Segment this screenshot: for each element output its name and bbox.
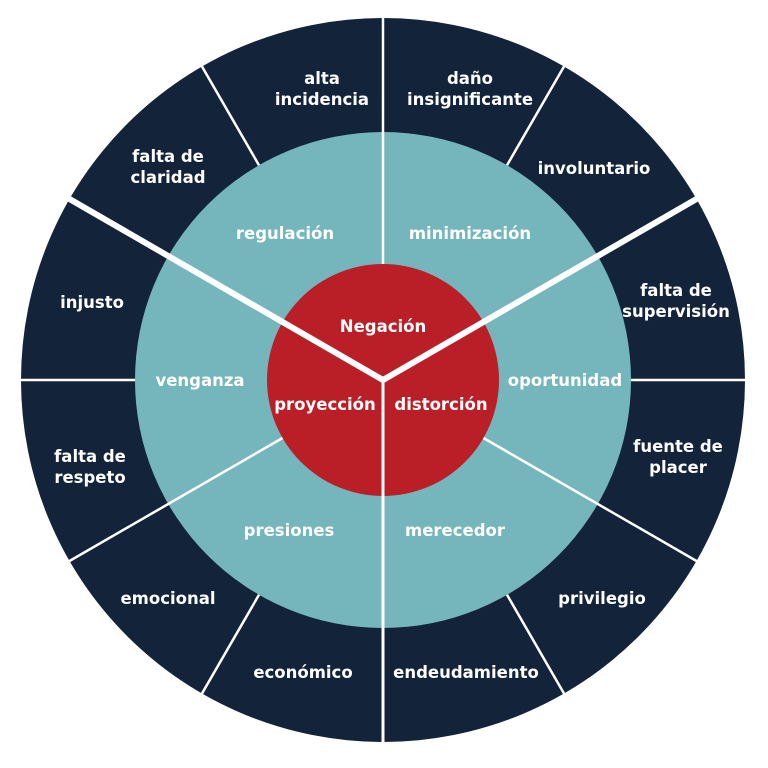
thick-divider — [67, 195, 385, 383]
outer-label-emocional: emocional — [120, 589, 215, 608]
middle-label-venganza: venganza — [155, 371, 244, 390]
center-label-negacion: Negación — [340, 317, 426, 336]
outer-label-economico: económico — [253, 663, 352, 682]
middle-label-presiones: presiones — [244, 521, 335, 540]
center-label-proyeccion: proyección — [274, 395, 376, 414]
divider — [68, 436, 284, 563]
outer-label-involuntario: involuntario — [538, 159, 651, 178]
middle-label-regulacion: regulación — [236, 224, 334, 243]
outer-label-injusto: injusto — [60, 293, 124, 312]
divider — [482, 436, 698, 563]
outer-divider — [200, 65, 261, 166]
middle-label-merecedor: merecedor — [405, 521, 506, 540]
thick-divider — [381, 195, 699, 383]
middle-label-minimizacion: minimización — [409, 224, 531, 243]
outer-divider — [505, 594, 566, 695]
outer-divider — [505, 65, 566, 166]
middle-label-oportunidad: oportunidad — [508, 371, 622, 390]
center-label-distorcion: distorción — [394, 395, 487, 414]
dividers — [20, 17, 746, 743]
outer-label-endeudamiento: endeudamiento — [393, 663, 539, 682]
outer-label-privilegio: privilegio — [558, 589, 646, 608]
outer-divider — [200, 594, 261, 695]
